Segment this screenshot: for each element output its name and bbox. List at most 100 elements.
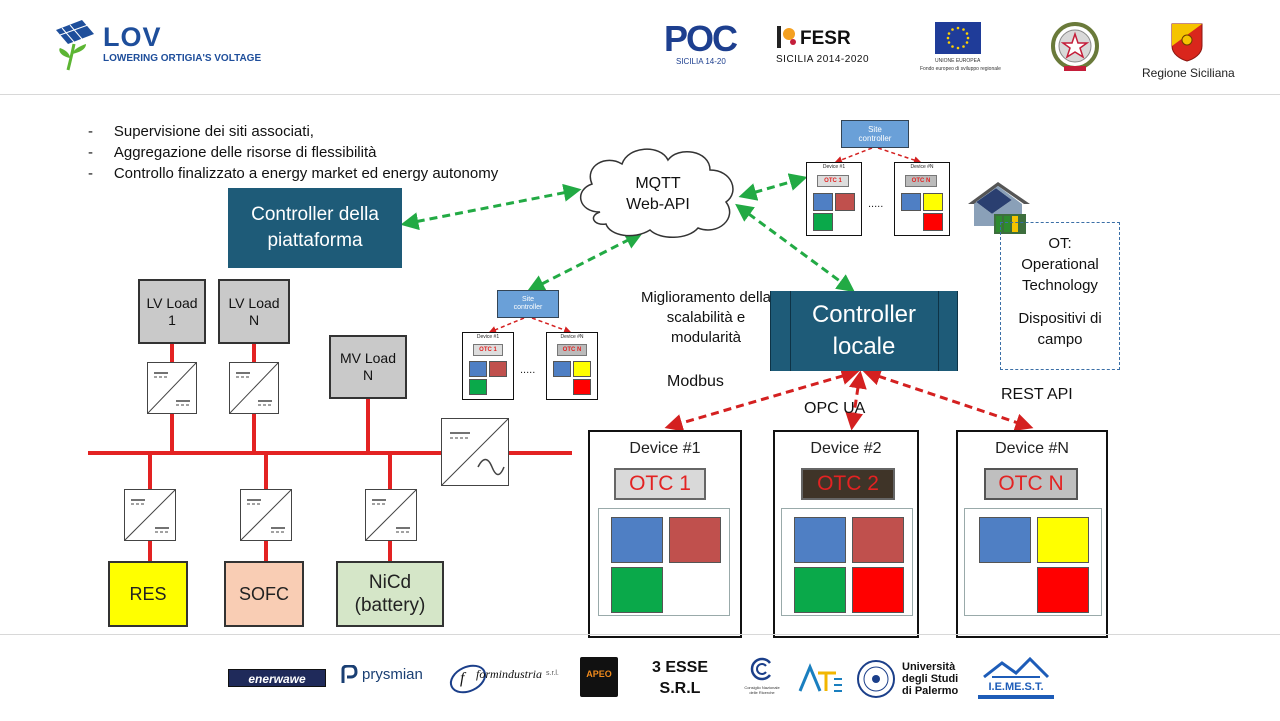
sofc-box: SOFC [224, 561, 304, 627]
link-cloud-site-top [738, 173, 808, 201]
eu-flag-icon [935, 22, 981, 54]
poc-logo-sub: SICILIA 14-20 [676, 57, 726, 66]
apeo-label: APEO [586, 669, 612, 679]
mini-sq [469, 379, 487, 395]
mini-ellipsis: ..... [868, 198, 884, 210]
mini-site-left: Site controller Device #1 OTC 1 ..... De… [462, 290, 612, 405]
device-card-2: Device #2 OTC 2 [773, 430, 919, 638]
ot-line4: Dispositivi di [1018, 310, 1102, 327]
mini-device-1: Device #1 OTC 1 [806, 162, 862, 236]
unipa-line2: degli Studi [902, 673, 959, 685]
mini-sq [489, 361, 507, 377]
mini-sq [573, 361, 591, 377]
res-box: RES [108, 561, 188, 627]
mini-site-top: Site controller Device #1 OTC 1 ..... De… [806, 120, 956, 240]
trinacria-shield-icon [1171, 23, 1203, 62]
mini-sq [573, 379, 591, 395]
mini-device-1-title: Device #1 [822, 164, 846, 170]
device-resource-panel [964, 508, 1102, 616]
protocol-opcua: OPC UA [804, 400, 866, 417]
poc-logo-title: POC [664, 18, 738, 59]
mini-otc-1: OTC 1 [473, 344, 503, 356]
mini-sq [901, 193, 921, 211]
device-resource-panel [598, 508, 730, 616]
dc-dc-converter-icon [240, 489, 292, 541]
nicd-box: NiCd (battery) [336, 561, 444, 627]
dc-dc-converter-icon [365, 489, 417, 541]
local-controller-box: Controller locale [770, 291, 958, 371]
mini-ellipsis: ..... [520, 364, 536, 376]
mini-sq [835, 193, 855, 211]
ot-box: OT: Operational Technology Dispositivi d… [1000, 222, 1120, 370]
svg-text:f: f [460, 670, 467, 687]
nicd-line2: (battery) [354, 595, 426, 616]
resource-yellow [1037, 517, 1089, 563]
mini-sq [813, 193, 833, 211]
cloud-icon [580, 148, 734, 238]
formindustria-logo: f formindustria s.r.l. [448, 655, 568, 699]
resource-green [794, 567, 846, 613]
cnr-label: Consiglio Nazionale delle Ricerche [744, 685, 780, 695]
iemest-logo: I.E.ME.S.T. [974, 655, 1058, 703]
device-card-n: Device #N OTC N [956, 430, 1108, 638]
mini-device-n-title: Device #N [910, 164, 934, 170]
tre-esse-logo: 3 ESSE S.R.L [640, 657, 720, 701]
mini-sq [923, 213, 943, 231]
fesr-logo: FESR SICILIA 2014-2020 [776, 22, 876, 70]
mini-left-link-a [488, 317, 525, 334]
lv-load-1-box: LV Load 1 [138, 279, 206, 344]
mini-sq [813, 213, 833, 231]
tre-esse-line1: 3 ESSE [651, 659, 709, 676]
mv-load-n-box: MV Load N [329, 335, 407, 399]
fesr-star-icon [777, 26, 796, 48]
formindustria-label: formindustria [476, 667, 543, 681]
prysmian-mark-icon [341, 665, 358, 683]
unipa-line3: di Palermo [902, 685, 959, 697]
bullet-item: - Controllo finalizzato a energy market … [88, 165, 499, 182]
resource-red [852, 567, 904, 613]
poc-logo: POC SICILIA 14-20 [664, 18, 738, 68]
solar-panel-plant-icon [56, 20, 94, 71]
resource-brick [669, 517, 721, 563]
eu-line1: UNIONE EUROPEA [935, 58, 981, 64]
iemest-bar [978, 695, 1054, 699]
link-local-dev1 [664, 367, 860, 432]
device-card-1: Device #1 OTC 1 [588, 430, 742, 638]
dc-dc-converter-icon [124, 489, 176, 541]
link-local-devn [862, 368, 1034, 431]
mini-device-n: Device #N OTC N [894, 162, 950, 236]
bullet-item: - Aggregazione delle risorse di flessibi… [88, 144, 377, 161]
tre-esse-line2: S.R.L [659, 680, 701, 697]
fesr-title: FESR [800, 28, 851, 49]
unipa-label: Università degli Studi di Palermo [902, 661, 958, 697]
device-resource-panel [781, 508, 913, 616]
ot-line2: Operational [1021, 256, 1099, 273]
device-otc-badge: OTC 1 [614, 468, 706, 500]
dc-dc-converter-icon [147, 362, 197, 414]
scalability-note: Miglioramento della scalabilità e modula… [640, 289, 772, 346]
mini-otc-n: OTC N [905, 175, 937, 187]
brand-subtitle: LOWERING ORTIGIA'S VOLTAGE [103, 53, 262, 64]
mini-device-1-title: Device #1 [476, 334, 500, 340]
italian-republic-emblem-icon [1051, 22, 1099, 71]
iemest-mark-icon [983, 656, 1050, 679]
formindustria-suffix: s.r.l. [546, 670, 559, 677]
device-title: Device #2 [810, 440, 882, 457]
cloud-label-line1: MQTT [635, 175, 681, 192]
cloud-label: MQTT Web-API [600, 173, 716, 215]
ot-line1: OT: [1048, 235, 1072, 252]
mini-otc-n: OTC N [557, 344, 587, 356]
resource-blue [979, 517, 1031, 563]
dc-ac-inverter-icon [441, 418, 509, 486]
mini-device-n: Device #N OTC N [546, 332, 598, 400]
dc-dc-converter-icon [229, 362, 279, 414]
nicd-line1: NiCd [368, 572, 412, 593]
mini-otc-1: OTC 1 [817, 175, 849, 187]
cnr-mark-icon [750, 657, 771, 681]
prysmian-logo: prysmian [340, 663, 436, 689]
mini-top-link-b [877, 147, 922, 164]
formindustria-swirl-icon: f [449, 664, 487, 694]
resource-blue [794, 517, 846, 563]
brand-title: LOV [103, 22, 162, 52]
footer: enerwawe prysmian f formindustria s.r.l.… [0, 634, 1280, 721]
